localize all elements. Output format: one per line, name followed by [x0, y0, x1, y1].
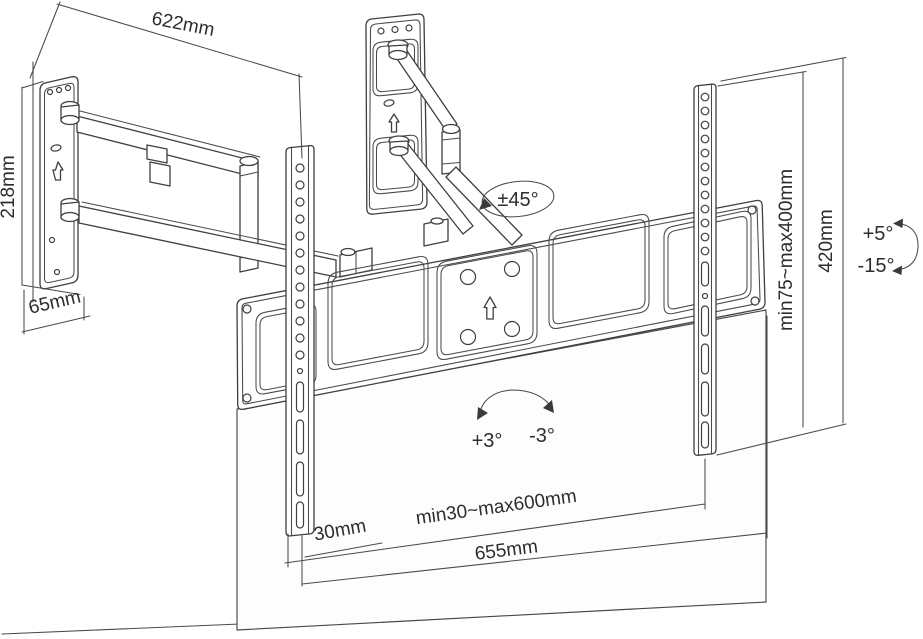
up-arrow-icon [52, 161, 64, 181]
left-vesa-rail [285, 144, 315, 537]
wall-plate-side-view [39, 76, 79, 290]
level-minus3-label: -3° [529, 425, 555, 447]
level-right-arrowhead-icon [543, 400, 554, 413]
dim-65-label: 65mm [27, 286, 83, 318]
tilt-up-arrowhead-icon [893, 218, 903, 228]
tv-panel-outline [236, 309, 767, 631]
tilt-minus15-label: -15° [858, 255, 895, 277]
main-bracket [236, 199, 766, 411]
tilt-down-arrowhead-icon [892, 265, 902, 275]
dim-420-label: 420mm [816, 209, 837, 272]
tilt-plus5-label: +5° [863, 223, 894, 245]
up-arrow-icon [483, 296, 497, 320]
level-plus3-label: +3° [472, 430, 503, 452]
right-vesa-rail [693, 83, 717, 456]
level-left-arrowhead-icon [477, 407, 488, 420]
swivel-arrowhead-icon [479, 198, 492, 210]
swivel-45-label: ±45° [497, 189, 538, 211]
angle-annotations: ±45° +3° -3° +5° -15° [472, 180, 919, 452]
dim-218-label: 218mm [0, 155, 19, 218]
up-arrow-icon [388, 113, 400, 133]
left-articulating-arms [60, 100, 373, 278]
dim-622-label: 622mm [150, 8, 216, 41]
dim-vesa-range-label: min75~max400mm [776, 169, 797, 331]
center-articulating-arms [387, 39, 523, 247]
